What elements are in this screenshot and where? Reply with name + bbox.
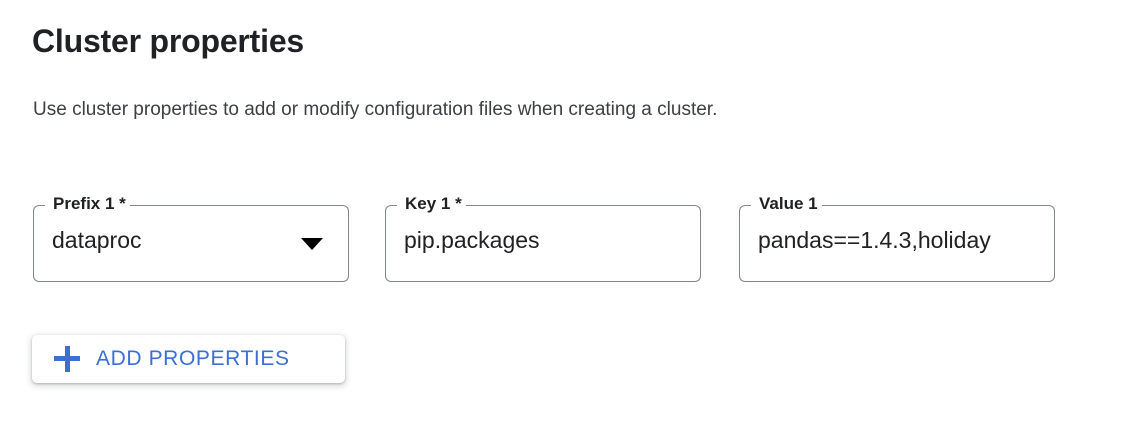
value-field-value[interactable]: pandas==1.4.3,holiday: [758, 227, 991, 253]
key-field-label: Key 1 *: [401, 193, 466, 215]
prefix-field-label: Prefix 1 *: [49, 193, 130, 215]
page-description: Use cluster properties to add or modify …: [33, 99, 718, 120]
prefix-field-value[interactable]: dataproc: [52, 227, 142, 253]
key-field-value[interactable]: pip.packages: [404, 227, 540, 253]
prefix-field[interactable]: Prefix 1 * dataproc: [33, 193, 349, 282]
page-title: Cluster properties: [32, 23, 305, 59]
value-field-label: Value 1: [755, 193, 822, 215]
value-field[interactable]: Value 1 pandas==1.4.3,holiday: [739, 193, 1055, 282]
chevron-down-icon[interactable]: [301, 238, 323, 250]
plus-icon: [54, 346, 80, 372]
add-properties-button-label: ADD PROPERTIES: [96, 347, 290, 370]
key-field[interactable]: Key 1 * pip.packages: [385, 193, 701, 282]
add-properties-button[interactable]: ADD PROPERTIES: [32, 335, 345, 383]
